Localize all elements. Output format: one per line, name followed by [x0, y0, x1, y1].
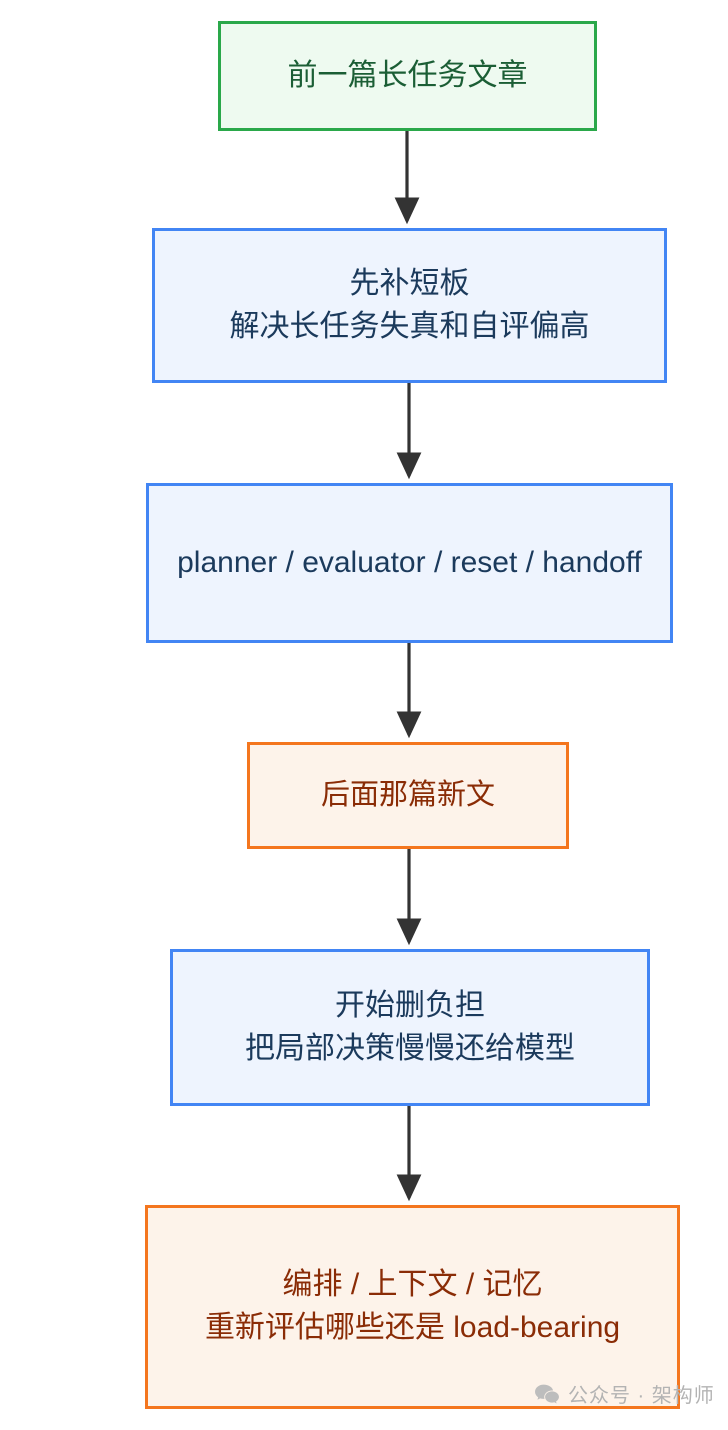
- node-fix-gaps[interactable]: 先补短板 解决长任务失真和自评偏高: [152, 228, 667, 383]
- node-new-article[interactable]: 后面那篇新文: [247, 742, 569, 849]
- node-remove-burden-label: 开始删负担 把局部决策慢慢还给模型: [245, 988, 575, 1065]
- node-new-article-label: 后面那篇新文: [320, 778, 495, 811]
- node-components[interactable]: planner / evaluator / reset / handoff: [146, 483, 673, 643]
- node-remove-burden[interactable]: 开始删负担 把局部决策慢慢还给模型: [170, 949, 650, 1106]
- node-reassess-label: 编排 / 上下文 / 记忆 重新评估哪些还是 load-bearing: [204, 1268, 621, 1344]
- node-prev-article[interactable]: 前一篇长任务文章: [218, 21, 597, 131]
- node-reassess[interactable]: 编排 / 上下文 / 记忆 重新评估哪些还是 load-bearing: [145, 1205, 680, 1409]
- node-fix-gaps-label: 先补短板 解决长任务失真和自评偏高: [229, 266, 590, 343]
- node-prev-article-label: 前一篇长任务文章: [287, 58, 528, 92]
- node-components-label: planner / evaluator / reset / handoff: [177, 545, 642, 579]
